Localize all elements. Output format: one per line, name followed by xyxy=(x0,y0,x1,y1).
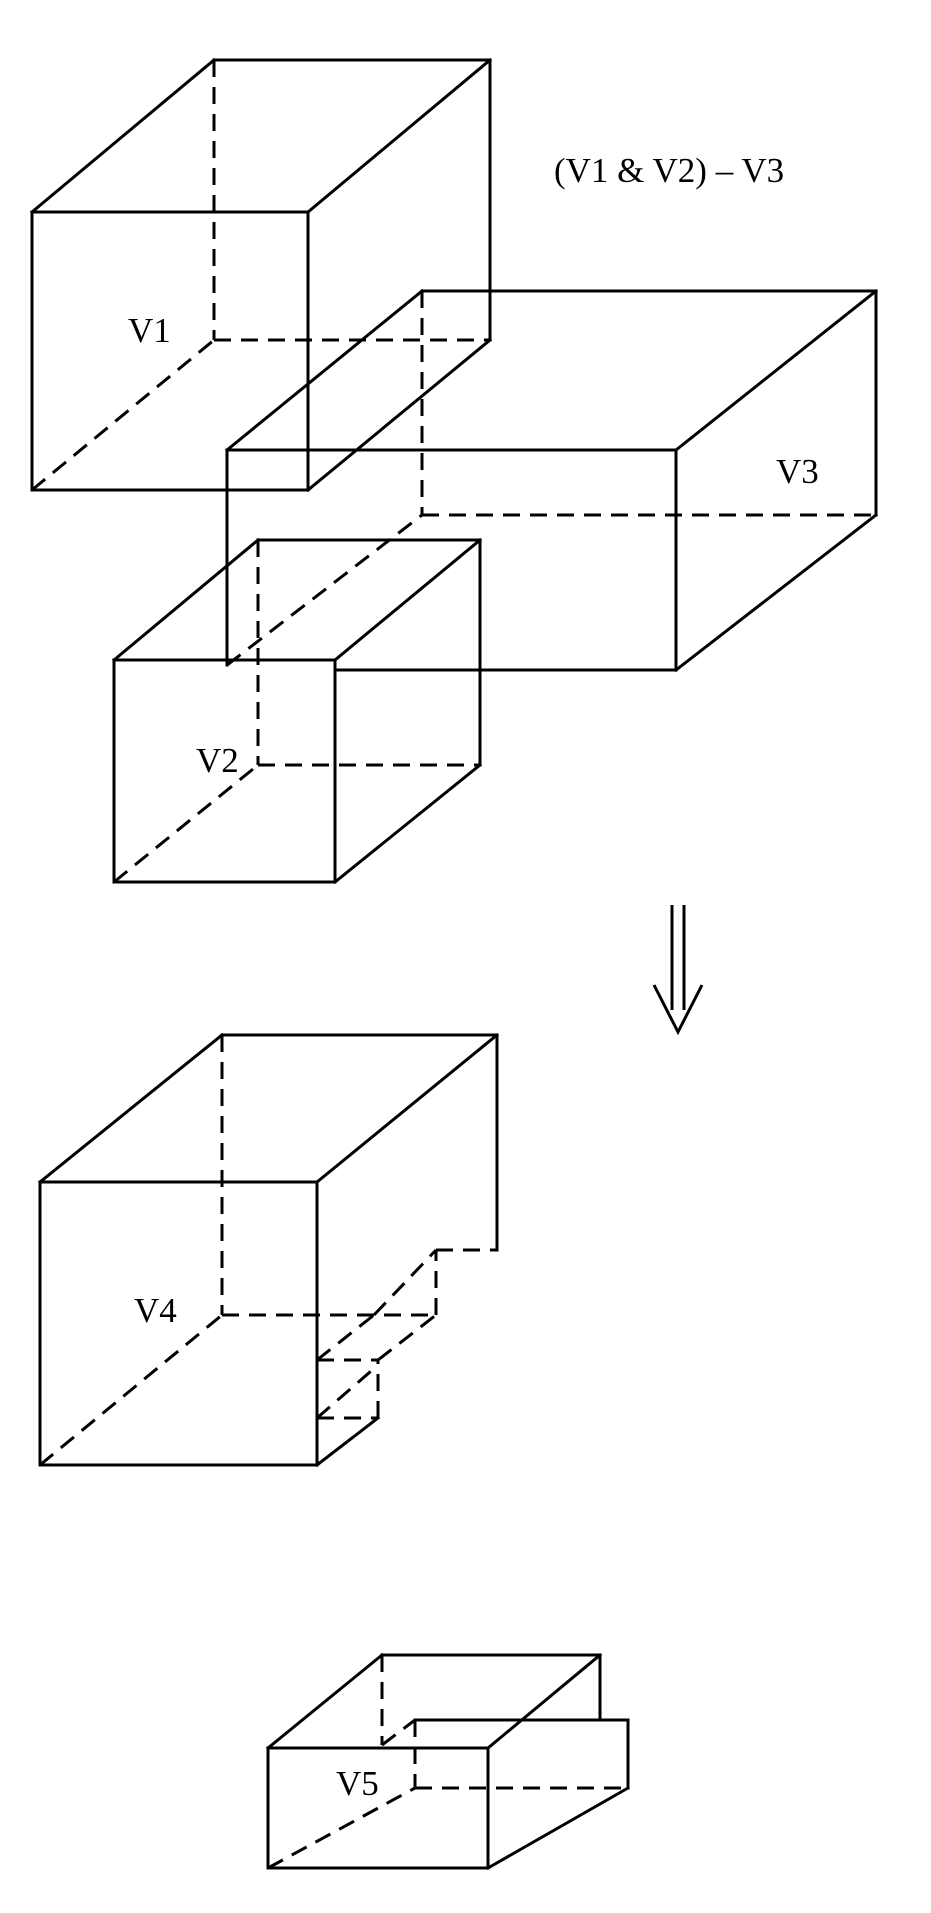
v1-label: V1 xyxy=(128,311,171,350)
box-v1 xyxy=(29,57,493,493)
box-v2 xyxy=(111,537,483,885)
v4-label: V4 xyxy=(134,1291,177,1330)
box-v5 xyxy=(265,1652,631,1871)
v2-label: V2 xyxy=(196,741,239,780)
box-v3 xyxy=(224,288,879,673)
implies-down-arrow xyxy=(652,905,704,1036)
v5-label: V5 xyxy=(336,1764,379,1803)
formula-label: (V1 & V2) – V3 xyxy=(554,151,784,190)
v3-label: V3 xyxy=(776,452,819,491)
box-v4 xyxy=(37,1032,500,1468)
